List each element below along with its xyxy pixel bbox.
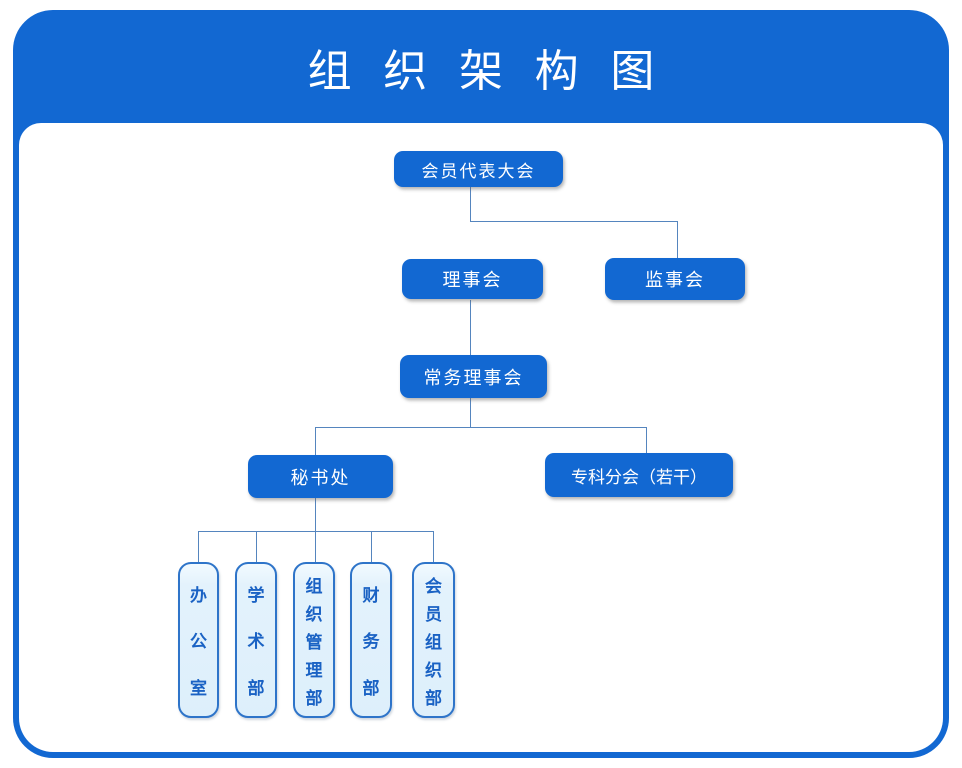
connector-depts-bar [198, 531, 433, 532]
connector-dept-academic-drop [256, 531, 257, 562]
chart-canvas [19, 123, 943, 752]
node-dept-org-mgmt-label: 组织管理部 [305, 576, 323, 708]
connector-dept-finance-drop [371, 531, 372, 562]
node-dept-academic: 学术部 [235, 562, 277, 718]
connector-assembly-stem [470, 187, 471, 221]
connector-council-standing [470, 300, 471, 355]
node-dept-finance-label: 财务部 [362, 585, 380, 699]
node-council: 理事会 [402, 259, 543, 299]
connector-secretariat-drop [315, 427, 316, 455]
node-dept-academic-label: 学术部 [247, 585, 265, 699]
connector-supervisory-drop [677, 221, 678, 258]
node-supervisory-board-label: 监事会 [645, 270, 705, 290]
connector-branches-drop [646, 427, 647, 453]
node-member-assembly: 会员代表大会 [394, 151, 563, 187]
connector-standing-stem [470, 398, 471, 427]
connector-level2-bar [470, 221, 677, 222]
node-dept-member-org-label: 会员组织部 [425, 576, 442, 708]
node-specialty-branches-label: 专科分会（若干） [571, 467, 707, 487]
node-dept-finance: 财务部 [350, 562, 392, 718]
connector-secretariat-stem [315, 498, 316, 562]
connector-level4-bar [315, 427, 646, 428]
node-dept-org-mgmt: 组织管理部 [293, 562, 335, 718]
node-standing-council-label: 常务理事会 [423, 367, 524, 388]
node-specialty-branches: 专科分会（若干） [545, 453, 733, 497]
node-council-label: 理事会 [442, 270, 503, 290]
node-secretariat-label: 秘书处 [290, 467, 351, 488]
node-dept-office: 办公室 [178, 562, 219, 718]
node-standing-council: 常务理事会 [400, 355, 547, 398]
org-chart-card: 组织架构图 [13, 10, 949, 758]
connector-dept-member-org-drop [433, 531, 434, 562]
connector-dept-office-drop [198, 531, 199, 562]
node-dept-member-org: 会员组织部 [412, 562, 455, 718]
page-title: 组织架构图 [307, 47, 687, 96]
node-supervisory-board: 监事会 [605, 258, 745, 300]
node-secretariat: 秘书处 [248, 455, 393, 498]
node-dept-office-label: 办公室 [190, 585, 207, 699]
node-member-assembly-label: 会员代表大会 [421, 161, 536, 181]
